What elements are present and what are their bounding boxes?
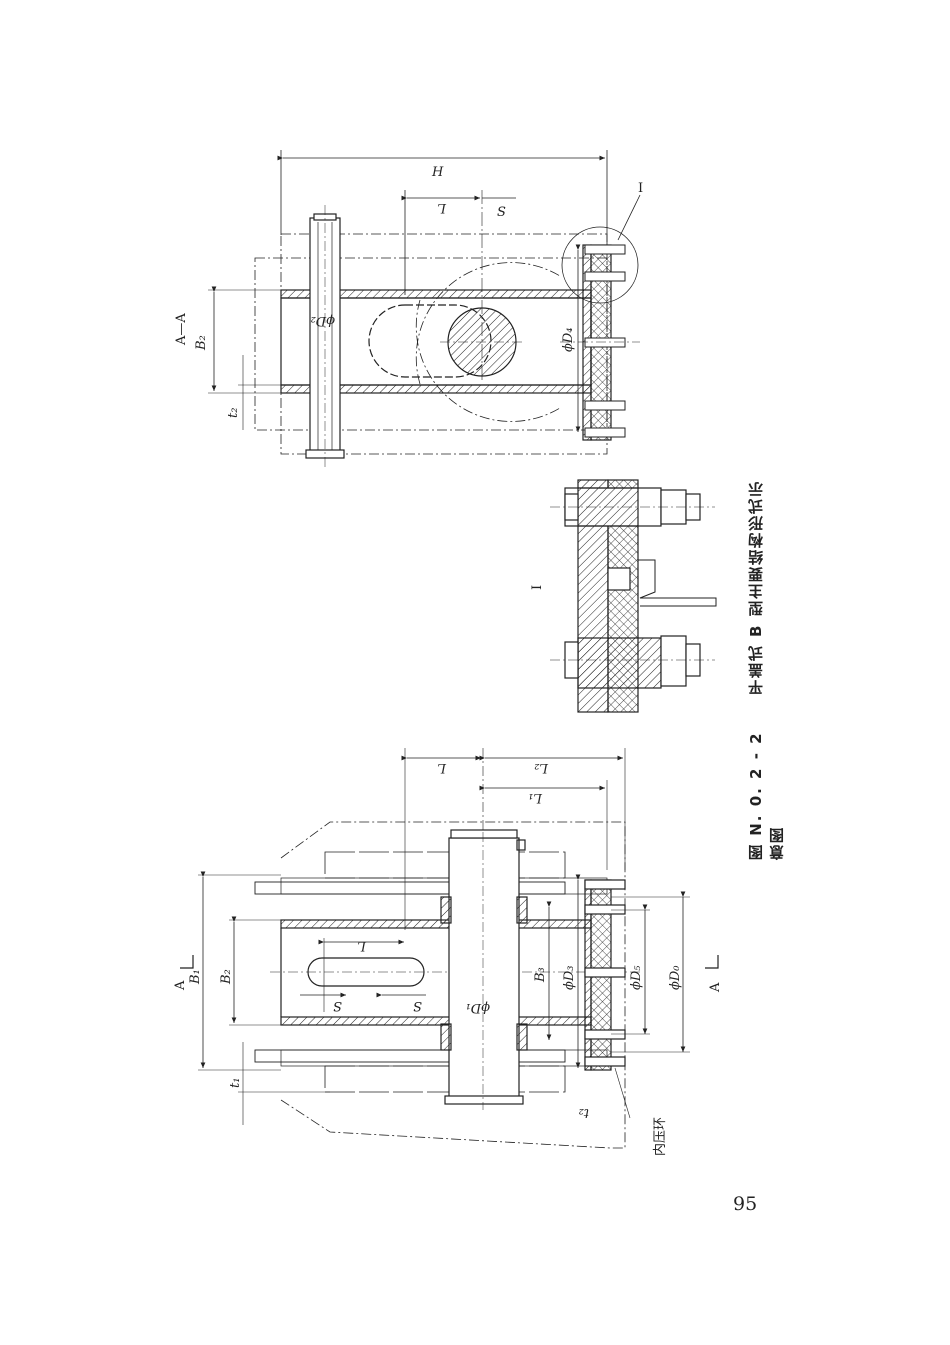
dim-L: L bbox=[437, 200, 447, 215]
dim-t2: t₂ bbox=[226, 408, 241, 418]
dim-phiD4: ϕD₄ bbox=[561, 328, 576, 353]
section-view-a-a bbox=[208, 150, 641, 470]
dim-phiD5: ϕD₅ bbox=[629, 965, 644, 990]
figure-number: 图 N. 0. 2 - 2 bbox=[747, 731, 765, 860]
dim-B2: B₂ bbox=[194, 335, 209, 351]
section-mark-right: A bbox=[708, 982, 723, 993]
dim-B3: B₃ bbox=[533, 967, 548, 983]
dim-H: H bbox=[431, 165, 444, 180]
section-title: A—A bbox=[174, 313, 189, 346]
elevation-view bbox=[180, 748, 719, 1149]
elevation-labels: A A B₁ B₂ t₁ L S S ϕD₁ B₃ ϕD₃ ϕD₅ ϕD₀ L … bbox=[173, 760, 723, 1156]
dim-L1: L₁ bbox=[528, 790, 543, 805]
dim-S2: S bbox=[413, 998, 422, 1013]
detail-title: I bbox=[530, 585, 545, 590]
dim-t1: t₁ bbox=[228, 1078, 243, 1088]
detail-view-i bbox=[550, 479, 717, 713]
page-number: 95 bbox=[733, 1193, 758, 1215]
inner-ring-label: 内压环 bbox=[652, 1117, 668, 1156]
dim-phiD3: ϕD₃ bbox=[562, 966, 577, 991]
dim-L-slot: L bbox=[357, 938, 367, 953]
dim-S1: S bbox=[333, 998, 342, 1013]
dim-L2: L₂ bbox=[534, 760, 549, 775]
section-view-labels: A—A H L S I B₂ t₂ ϕD₂ ϕD₄ bbox=[174, 165, 643, 418]
section-mark-left: A bbox=[173, 980, 188, 991]
dim-phiD2: ϕD₂ bbox=[311, 313, 336, 328]
dim-phiD1: ϕD₁ bbox=[466, 1000, 491, 1015]
dim-L: L bbox=[437, 760, 447, 775]
dim-B2: B₂ bbox=[219, 969, 234, 985]
dim-B1: B₁ bbox=[188, 969, 203, 985]
detail-ref-I: I bbox=[638, 181, 643, 196]
dim-t2: t₂ bbox=[579, 1105, 589, 1120]
dim-phiD0: ϕD₀ bbox=[668, 965, 683, 990]
figure-caption: 图 N. 0. 2 - 2 平盖式 B 型主要结构形式示意图 bbox=[745, 470, 786, 860]
dim-S: S bbox=[497, 205, 506, 220]
